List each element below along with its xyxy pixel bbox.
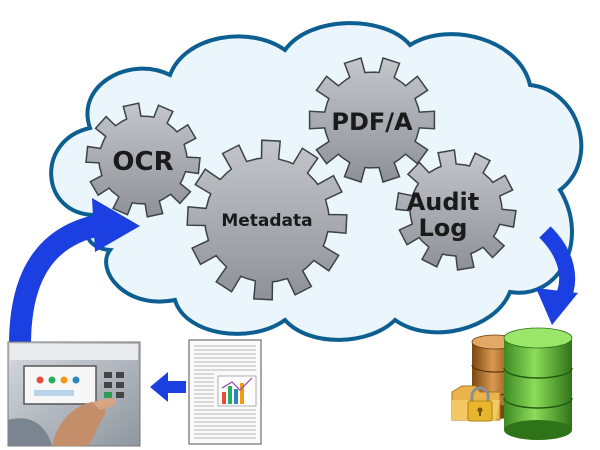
document-to-scanner-arrow-icon xyxy=(150,372,186,402)
metadata-label: Metadata xyxy=(221,211,312,231)
pdfa-label: PDF/A xyxy=(331,108,413,136)
pdfa-gear-icon xyxy=(308,57,436,183)
document-icon xyxy=(188,339,262,445)
metadata-gear-icon xyxy=(186,139,348,301)
audit-label-line2: Log xyxy=(419,214,468,242)
output-arrow-icon xyxy=(536,226,578,325)
audit-log-gear-icon xyxy=(395,149,517,271)
database-storage-icon xyxy=(471,327,573,440)
audit-label-line1: Audit xyxy=(407,188,480,216)
scanner-panel-icon xyxy=(7,341,141,447)
input-arrow-icon xyxy=(9,198,140,346)
ocr-label: OCR xyxy=(112,147,173,177)
lock-icon xyxy=(467,386,493,422)
ocr-gear-icon xyxy=(85,102,201,218)
